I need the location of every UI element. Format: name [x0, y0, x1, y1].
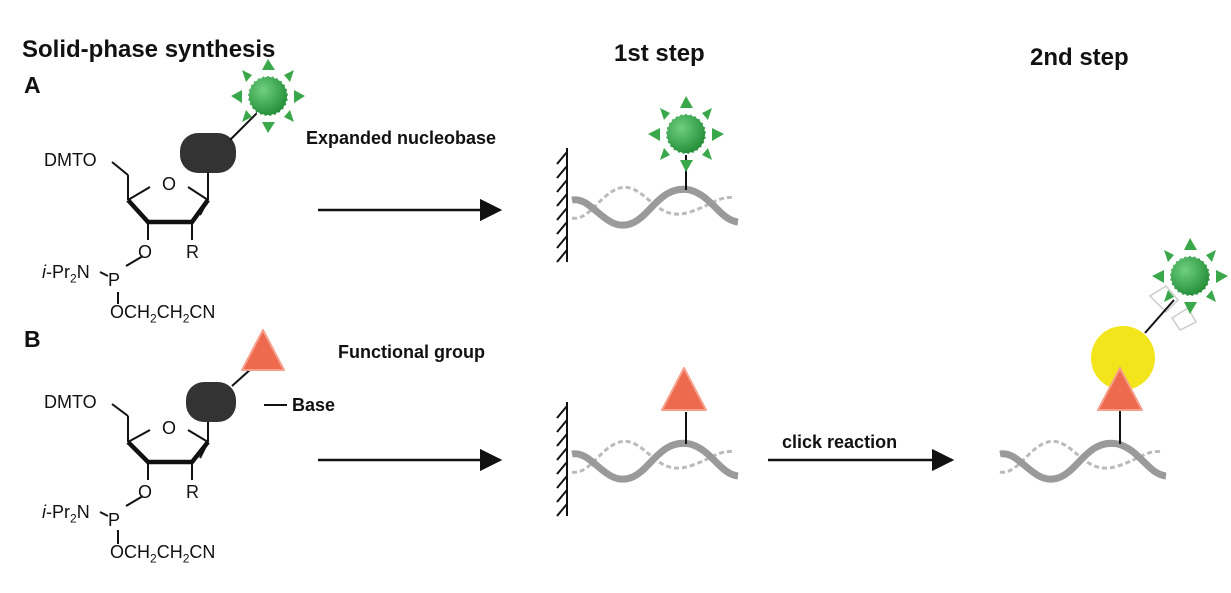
functional-group-triangle-1st: [661, 367, 707, 411]
nucleobase-b: [186, 382, 236, 422]
green-dye-1st-step: [648, 96, 724, 172]
dmto-label-b: DMTO: [44, 392, 97, 412]
functional-group-triangle-2nd: [1097, 367, 1143, 411]
amine-label-a: i-Pr2N: [42, 262, 90, 286]
cyanoethyl-label-b: OCH2CH2CN: [110, 542, 216, 566]
panel-letter-b: B: [24, 326, 41, 352]
dna-strand-a: [571, 185, 739, 229]
dmto-label-a: DMTO: [44, 150, 97, 170]
click-product-yellow: [1091, 326, 1155, 390]
functional-group-label: Functional group: [338, 342, 485, 362]
panel-letter-a: A: [24, 72, 41, 98]
solid-support-b: [556, 402, 568, 517]
green-dye-2nd-step: [1152, 238, 1228, 314]
heading-1st-step: 1st step: [614, 40, 705, 67]
heading-solid-phase: Solid-phase synthesis: [22, 36, 276, 63]
dna-strand-2nd: [999, 439, 1167, 483]
click-reaction-label: click reaction: [782, 432, 898, 452]
dna-strand-b: [571, 439, 739, 483]
nucleobase-a: [180, 133, 236, 173]
r-group-a: R: [186, 242, 199, 262]
functional-group-triangle-b: [241, 329, 285, 371]
ring-oxygen-a: O: [162, 174, 177, 194]
phosphorus-a: P: [108, 270, 121, 290]
solid-support-a: [556, 148, 568, 263]
green-dye-a: [231, 59, 305, 133]
base-label: Base: [292, 395, 336, 415]
sugar-b: [99, 403, 287, 544]
o-link-b: O: [138, 482, 153, 502]
o-link-a: O: [138, 242, 153, 262]
heading-2nd-step: 2nd step: [1030, 44, 1129, 71]
cyanoethyl-label-a: OCH2CH2CN: [110, 302, 216, 326]
expanded-nucleobase-label: Expanded nucleobase: [306, 128, 497, 148]
phosphorus-b: P: [108, 510, 121, 530]
r-group-b: R: [186, 482, 199, 502]
amine-label-b: i-Pr2N: [42, 502, 90, 526]
linker-2nd: [1148, 285, 1198, 331]
ring-oxygen-b: O: [162, 418, 177, 438]
